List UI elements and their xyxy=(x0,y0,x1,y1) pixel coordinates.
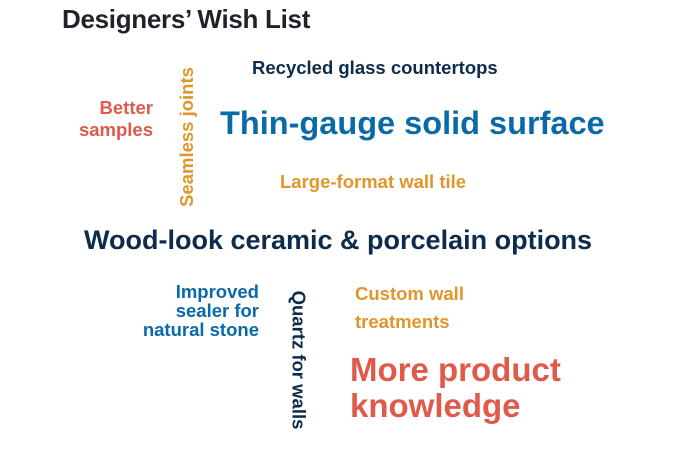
wish-line: samples xyxy=(78,119,153,140)
wish-wood-look-ceramic-porcelain: Wood-look ceramic & porcelain options xyxy=(84,225,593,255)
wish-better-samples: Better samples xyxy=(50,97,153,141)
wish-custom-wall-treatments: Custom wall treatments xyxy=(355,280,464,336)
wish-thin-gauge-solid-surface: Thin-gauge solid surface xyxy=(220,105,605,141)
wish-quartz-for-walls: Quartz for walls xyxy=(288,290,310,430)
page-title: Designers’ Wish List xyxy=(62,4,311,34)
wish-line: treatments xyxy=(355,311,450,332)
wish-recycled-glass-countertops: Recycled glass countertops xyxy=(252,57,498,78)
wish-line: More product xyxy=(350,351,561,388)
wish-line: natural stone xyxy=(142,319,259,340)
wish-line: Improved xyxy=(175,281,259,302)
wish-seamless-joints: Seamless joints xyxy=(175,67,197,207)
wish-line: knowledge xyxy=(350,387,521,424)
wish-line: Better xyxy=(99,97,153,118)
wish-more-product-knowledge: More product knowledge xyxy=(350,352,561,424)
wish-large-format-wall-tile: Large-format wall tile xyxy=(280,171,467,192)
wish-improved-sealer-natural-stone: Improved sealer for natural stone xyxy=(100,282,259,339)
wish-line: Custom wall xyxy=(355,283,464,304)
wish-line: sealer for xyxy=(175,300,259,321)
